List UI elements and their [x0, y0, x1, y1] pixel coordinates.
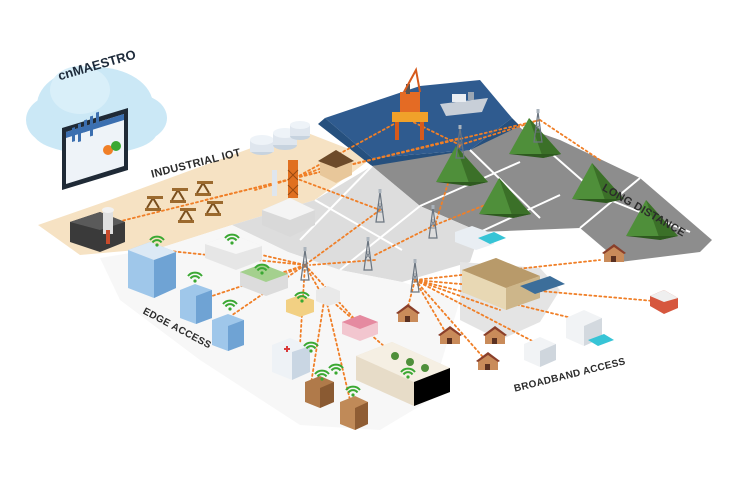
office-tower-mid [180, 284, 212, 324]
apartment-blocks [305, 376, 368, 430]
small-shops [286, 286, 378, 341]
office-tower-large [128, 242, 176, 298]
edge-access-buildings [128, 233, 450, 430]
broadband-assets [396, 244, 678, 370]
flare-stack [272, 160, 299, 198]
industrial-assets [70, 121, 354, 252]
offshore-assets [392, 67, 488, 140]
oil-platform [392, 67, 428, 140]
ship [440, 92, 488, 116]
white-house [524, 337, 556, 367]
wireless-links [104, 117, 666, 401]
access-towers [300, 188, 506, 293]
mall-building [205, 234, 288, 296]
motel-building [462, 258, 565, 310]
farmhouse-red [650, 290, 678, 314]
pump-jacks [145, 181, 223, 223]
storage-tanks [250, 121, 310, 155]
dashboard-monitor [62, 108, 128, 190]
power-plant [70, 207, 125, 252]
modern-house [566, 310, 614, 346]
iot-facility [262, 150, 354, 237]
office-tower-small [212, 314, 244, 351]
hospital [272, 338, 310, 380]
